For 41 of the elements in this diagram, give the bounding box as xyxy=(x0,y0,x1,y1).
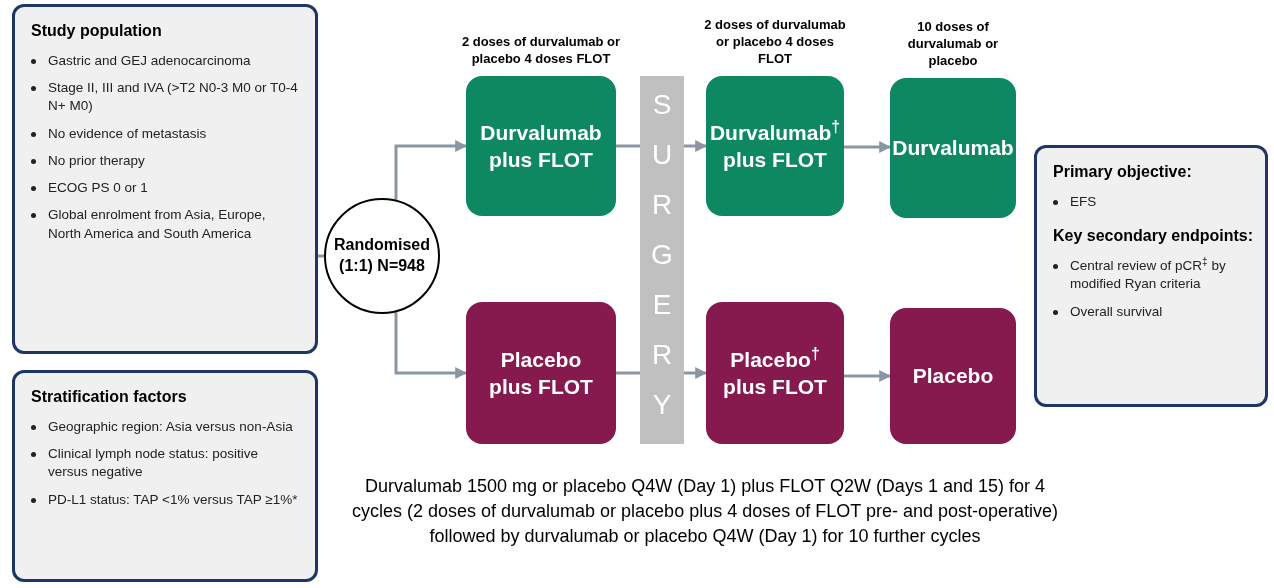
panel-heading: Primary objective: xyxy=(1053,163,1192,180)
connector-arrow xyxy=(684,367,708,379)
info-panel xyxy=(12,370,318,582)
treatment-label: Placebo$^{†}$ plus FLOT xyxy=(722,345,828,400)
dosing-note: 10 doses of durvalumab or placebo xyxy=(907,19,999,69)
treatment-label: Placebo xyxy=(912,363,994,390)
bullet-text: No prior therapy xyxy=(48,151,145,170)
surgery-bar xyxy=(640,76,684,444)
bullet-text: Stage II, III and IVA (>T2 N0-3 M0 or T0-4 N+ M0) xyxy=(48,79,299,116)
connector-arrow xyxy=(844,370,892,382)
bullet-text: PD-L1 status: TAP <1% versus TAP ≥1%* xyxy=(48,490,298,509)
connector-arrow xyxy=(394,140,468,200)
connector-arrow xyxy=(684,140,708,152)
treatment-label: Durvalumab plus FLOT xyxy=(479,119,603,173)
vertical-label: SURGERY xyxy=(650,88,674,422)
info-panel xyxy=(12,4,318,354)
connector-arrow xyxy=(394,312,468,379)
treatment-box xyxy=(466,302,616,444)
treatment-label: Placebo plus FLOT xyxy=(488,346,594,400)
bullet-text: Overall survival xyxy=(1070,302,1163,321)
bullet-text: Geographic region: Asia versus non-Asia xyxy=(48,418,293,436)
bullet-text: Central review of pCR$^{‡}$ by modified Ryan criteria xyxy=(1070,257,1227,294)
dosing-note: 2 doses of durvalumab or placebo 4 doses FLOT xyxy=(704,17,846,67)
panel-heading: Stratification factors xyxy=(31,388,187,405)
bullet-text: No evidence of metastasis xyxy=(48,124,207,143)
treatment-box xyxy=(706,302,844,444)
circle-label: Randomised (1:1) N=948 xyxy=(334,235,430,276)
bullet-text: ECOG PS 0 or 1 xyxy=(48,179,148,198)
panel-heading: Study population xyxy=(31,22,162,39)
bullet-text: Global enrolment from Asia, Europe, North America and South America xyxy=(48,206,267,243)
dosing-note: 2 doses of durvalumab or placebo 4 doses FLOT xyxy=(461,34,621,67)
info-panel xyxy=(1034,145,1268,407)
bullet-text: Clinical lymph node status: positive versus negative xyxy=(48,445,260,482)
treatment-box xyxy=(890,308,1016,444)
bullet-text: Gastric and GEJ adenocarcinoma xyxy=(48,52,251,70)
treatment-label: Durvalumab xyxy=(892,135,1014,162)
bullet-text: EFS xyxy=(1070,193,1097,211)
panel-heading: Key secondary endpoints: xyxy=(1053,227,1254,245)
connector-arrow xyxy=(844,141,892,153)
treatment-label: Durvalumab$^{†}$ plus FLOT xyxy=(709,118,841,173)
dosing-description: Durvalumab 1500 mg or placebo Q4W (Day 1) plus FLOT Q2W (Days 1 and 15) for 4 cycles (2 doses of durvalumab or placebo plus 4 doses of FLOT pre- and post-operative) followed by durvalumab or placebo Q4W (Day 1) for 10 further cycles xyxy=(351,476,1058,547)
